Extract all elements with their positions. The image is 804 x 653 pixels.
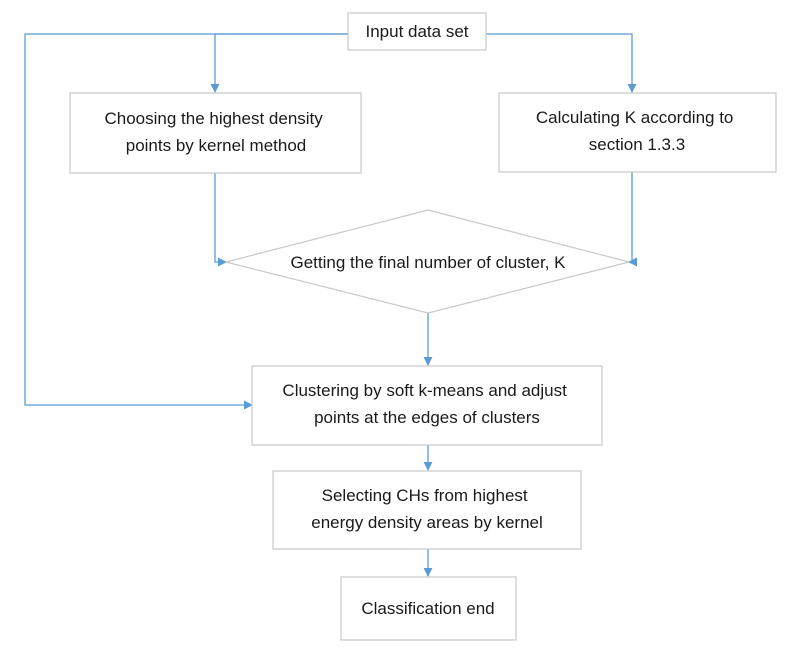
labels: Input data set Choosing the highest dens… xyxy=(104,22,738,618)
nodes xyxy=(69,12,777,641)
edge-calc-k-to-final-k xyxy=(628,172,638,267)
node-end-box xyxy=(340,576,517,641)
node-clustering-label: Clustering by soft k-means and adjust po… xyxy=(282,381,571,427)
node-select-ch-label: Selecting CHs from highest energy densit… xyxy=(311,486,543,532)
node-input-label: Input data set xyxy=(365,22,468,41)
edges xyxy=(24,33,638,577)
edge-input-to-calc-k xyxy=(486,33,637,93)
node-clustering-box xyxy=(251,365,603,446)
node-end-label: Classification end xyxy=(361,599,494,618)
node-calc-k-box xyxy=(498,92,777,173)
node-calc-k-label: Calculating K according to section 1.3.3 xyxy=(536,108,738,154)
edge-input-to-clustering xyxy=(24,33,348,410)
node-density-box xyxy=(69,92,362,174)
node-density-label: Choosing the highest density points by k… xyxy=(104,109,327,155)
node-final-k-diamond xyxy=(225,209,630,314)
edge-density-to-final-k xyxy=(214,173,227,267)
node-final-k-label: Getting the final number of cluster, K xyxy=(291,253,567,272)
node-select-ch-box xyxy=(272,470,582,550)
edge-input-to-density xyxy=(210,33,348,93)
node-input-box xyxy=(347,12,487,51)
